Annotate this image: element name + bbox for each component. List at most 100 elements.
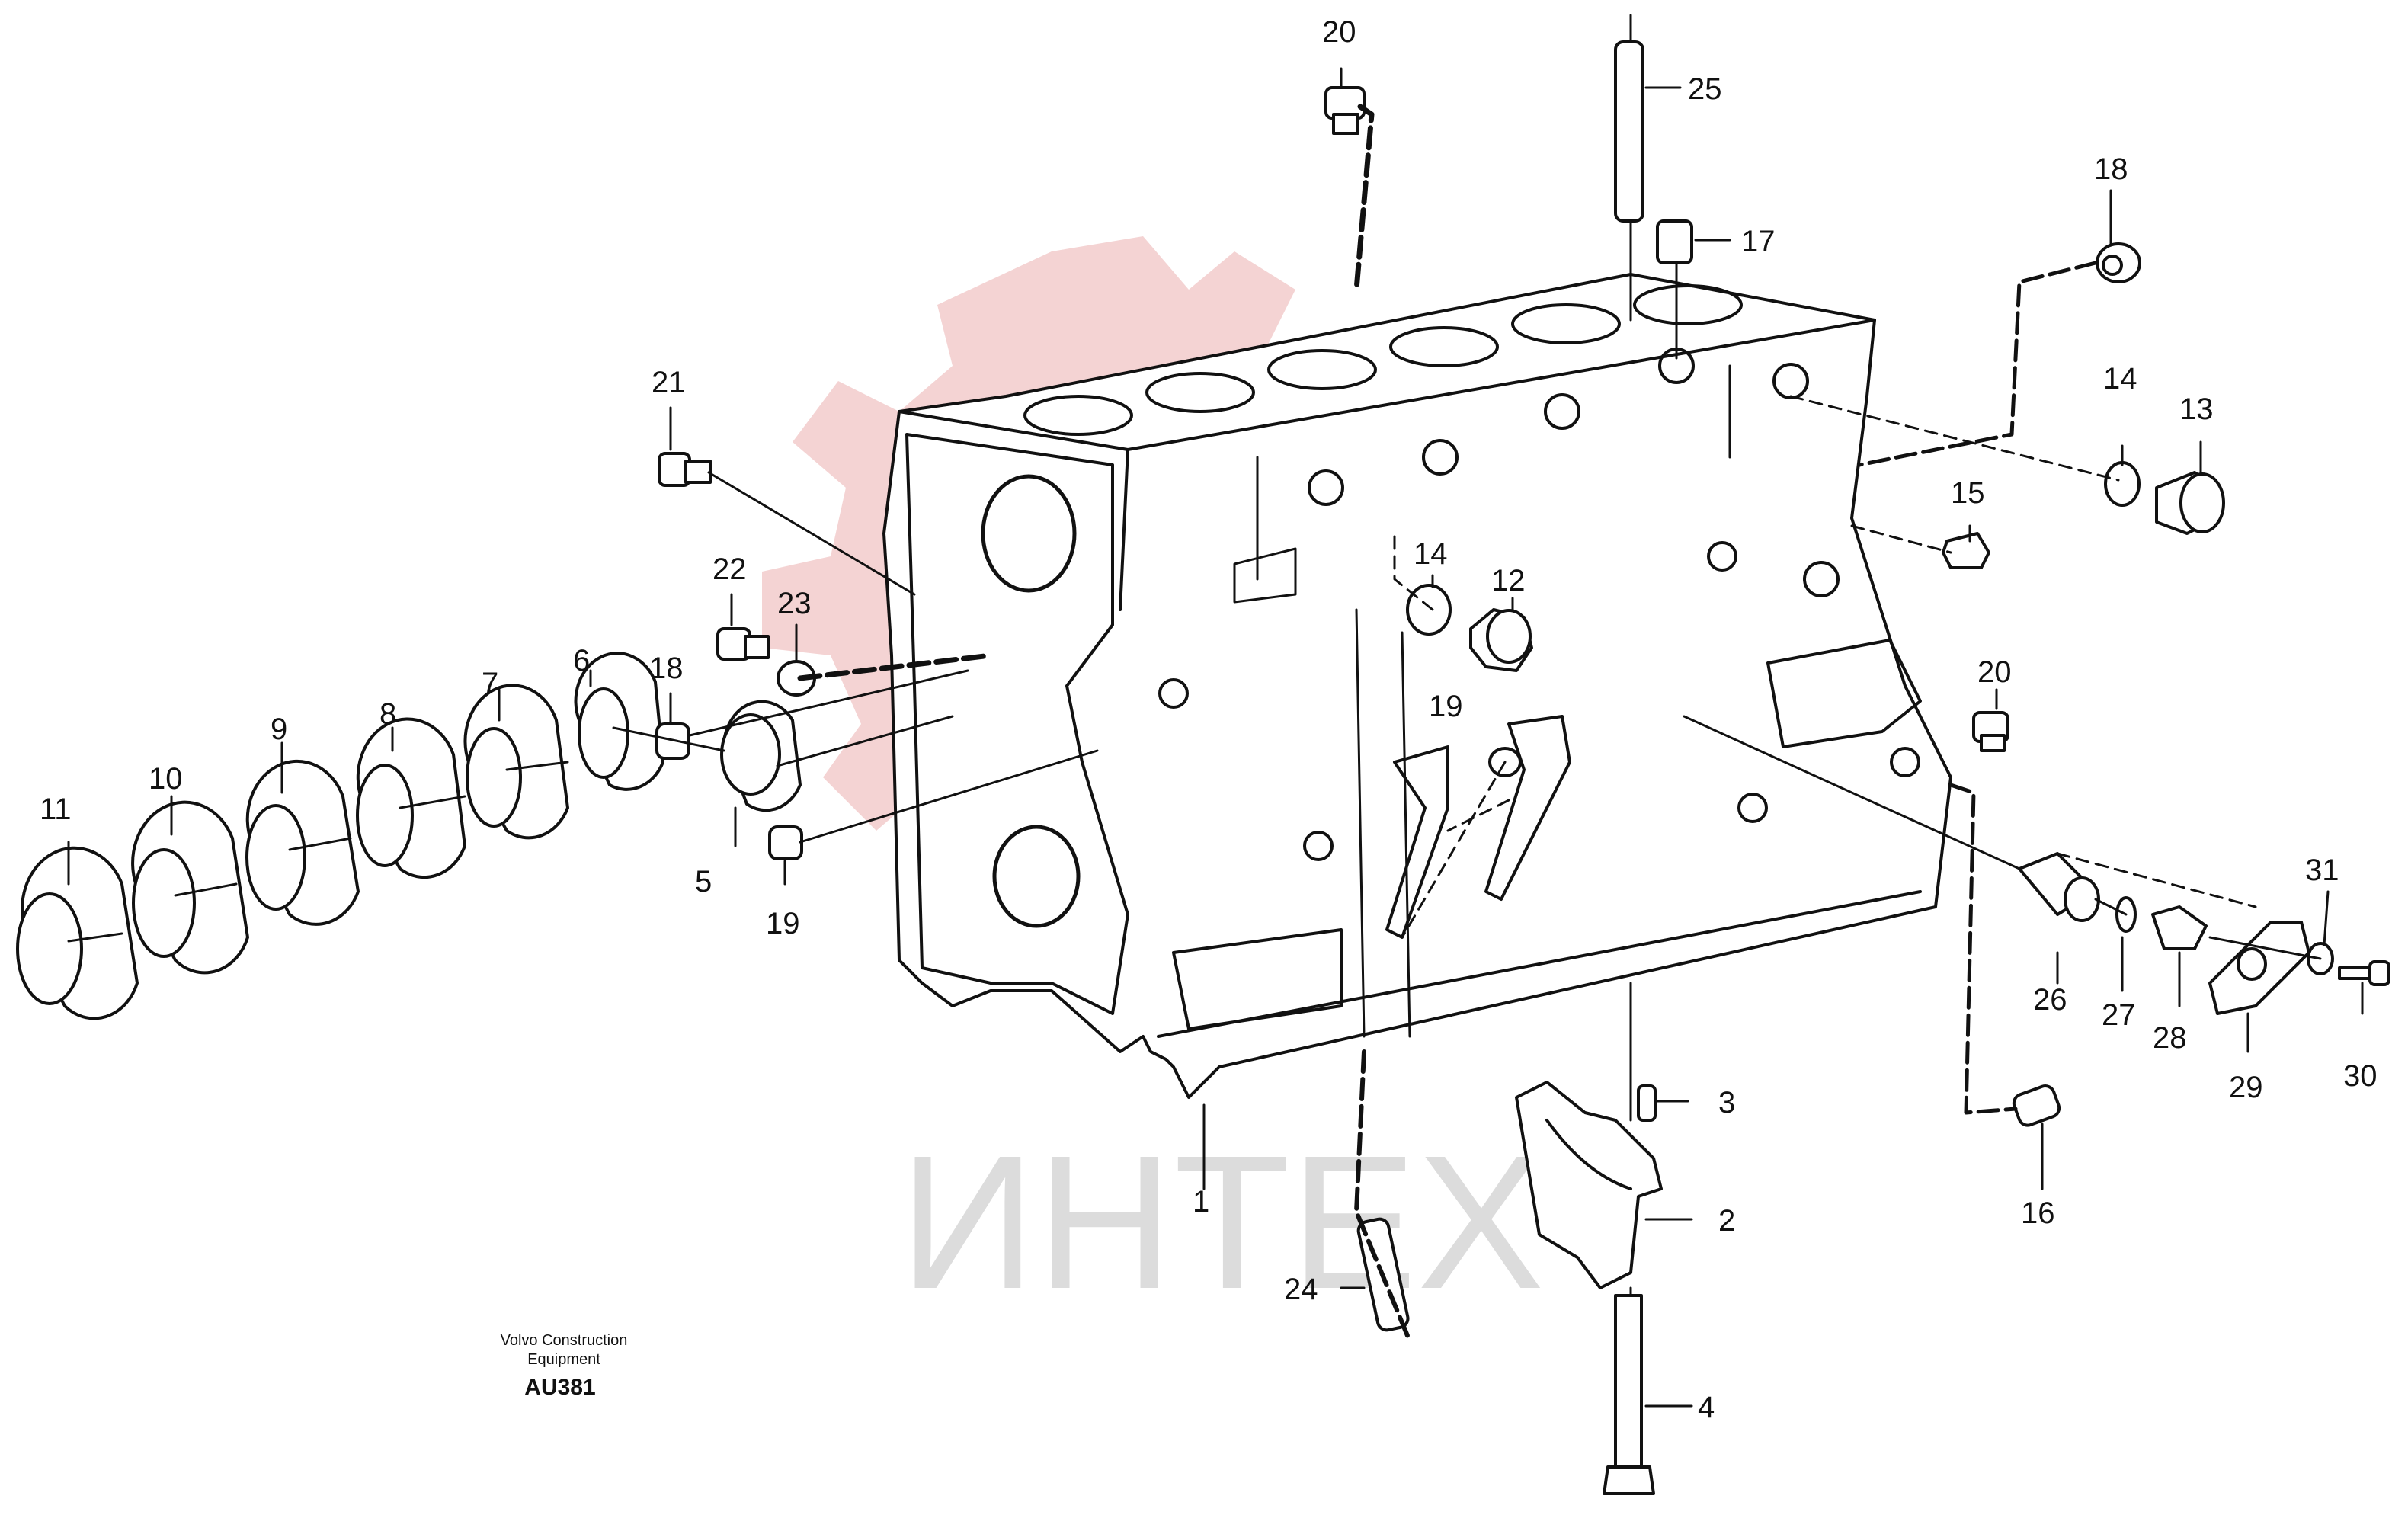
part-14-washer-right bbox=[2104, 461, 2141, 507]
watermark-text: ИНТЕХ bbox=[899, 1116, 1544, 1328]
part-21-plug bbox=[658, 452, 712, 487]
callout-3: 3 bbox=[1718, 1086, 1735, 1119]
part-26-sleeve bbox=[2018, 852, 2100, 922]
cylinder-bore-3 bbox=[1267, 349, 1377, 390]
front-face-upper-bore bbox=[981, 474, 1077, 593]
engine-block-oil-rail bbox=[1157, 890, 1922, 1038]
callout-labels: 1 2 3 4 5 6 7 8 9 10 11 12 13 14 14 15 1… bbox=[40, 15, 2378, 1424]
leader-line bbox=[797, 652, 994, 681]
engine-block-front-face bbox=[905, 433, 1129, 1015]
bearing-shell-face bbox=[466, 727, 522, 828]
bearing-shell-face bbox=[578, 687, 629, 779]
core-plug-hole bbox=[1308, 469, 1344, 506]
callout-5: 5 bbox=[695, 865, 712, 898]
part-14-washer-center bbox=[1406, 584, 1452, 636]
bolt-shank bbox=[1614, 1294, 1643, 1472]
leader-line bbox=[1629, 14, 1678, 360]
caption-line-2: Equipment bbox=[527, 1351, 600, 1368]
part-19-sleeve bbox=[768, 825, 803, 860]
leader-lines bbox=[67, 14, 2322, 1344]
callout-15: 15 bbox=[1951, 476, 1985, 510]
plug-body bbox=[744, 635, 770, 659]
part-17-sleeve bbox=[1656, 219, 1693, 264]
bearing-shell-9 bbox=[245, 759, 360, 926]
callout-13: 13 bbox=[2179, 392, 2214, 426]
callout-4: 4 bbox=[1698, 1391, 1715, 1424]
part-20-top-plug bbox=[1324, 86, 1366, 135]
engine-block-outline bbox=[882, 273, 1952, 1099]
part-2-bearing-cap bbox=[1515, 1081, 1663, 1289]
engine-block-core-plugs bbox=[1158, 348, 1920, 861]
callout-30: 30 bbox=[2343, 1059, 2378, 1093]
callout-24: 24 bbox=[1284, 1273, 1318, 1306]
part-13-plug bbox=[2155, 471, 2225, 535]
main-bearings bbox=[16, 652, 802, 1020]
leader-line bbox=[688, 471, 1099, 844]
cylinder-bore-5 bbox=[1511, 303, 1621, 344]
part-12-plug bbox=[1469, 608, 1533, 672]
core-plug-hole bbox=[1158, 678, 1189, 709]
callout-23: 23 bbox=[777, 587, 812, 620]
plug-face bbox=[2179, 472, 2225, 533]
caption-code: AU381 bbox=[524, 1375, 595, 1400]
callout-26: 26 bbox=[2033, 983, 2067, 1017]
cylinder-bore-1 bbox=[1023, 395, 1133, 436]
callout-17: 17 bbox=[1741, 225, 1776, 258]
bearing-shell-10 bbox=[131, 800, 249, 975]
callout-21: 21 bbox=[652, 366, 686, 399]
callout-7: 7 bbox=[482, 667, 498, 700]
callout-31: 31 bbox=[2305, 854, 2339, 887]
callout-27: 27 bbox=[2102, 998, 2136, 1032]
callout-tick bbox=[734, 806, 2044, 1190]
bearing-shell-8 bbox=[356, 717, 466, 879]
callout-19-left: 19 bbox=[766, 907, 800, 940]
plug-face bbox=[1486, 609, 1532, 664]
leader-line bbox=[1789, 395, 2120, 554]
part-15-plug bbox=[1942, 532, 1990, 569]
flange-hole bbox=[2237, 947, 2267, 981]
bearing-shell-face bbox=[245, 804, 306, 911]
plug-body bbox=[2151, 905, 2208, 950]
cylinder-bores bbox=[1023, 284, 1743, 436]
bearing-shell-face bbox=[356, 764, 414, 867]
leader-line bbox=[67, 726, 725, 943]
bearing-shell-face bbox=[132, 848, 196, 958]
callout-20-side: 20 bbox=[1977, 655, 2012, 689]
part-28-plug bbox=[2151, 905, 2208, 950]
cylinder-bore-2 bbox=[1145, 372, 1255, 413]
plug-body bbox=[1332, 113, 1359, 135]
part-20-side-plug bbox=[1972, 711, 2009, 752]
callout-9: 9 bbox=[271, 713, 287, 746]
leader-line bbox=[2056, 852, 2257, 908]
callout-29: 29 bbox=[2229, 1071, 2263, 1104]
screw-head bbox=[2368, 960, 2390, 986]
cylinder-bore-4 bbox=[1389, 326, 1499, 367]
callout-1: 1 bbox=[1193, 1185, 1209, 1219]
callout-20-top: 20 bbox=[1322, 15, 1356, 49]
engine-block-top-deck bbox=[898, 319, 1876, 611]
callout-12: 12 bbox=[1491, 564, 1526, 597]
callout-tick bbox=[669, 406, 798, 724]
bearing-shell-7 bbox=[463, 684, 569, 840]
bearing-cap-arch bbox=[1545, 1119, 1632, 1190]
callout-2: 2 bbox=[1718, 1204, 1735, 1238]
callout-tick bbox=[1340, 86, 1731, 1408]
callout-18-left: 18 bbox=[649, 652, 684, 685]
core-plug-hole bbox=[1422, 439, 1459, 476]
small-parts bbox=[655, 40, 2390, 1495]
bearing-shell-6 bbox=[574, 652, 664, 791]
core-plug-hole bbox=[1803, 561, 1840, 597]
leader-line bbox=[1857, 261, 2098, 467]
figure-caption: Volvo Construction Equipment AU381 bbox=[501, 1332, 628, 1400]
plug-body bbox=[1980, 734, 2006, 752]
part-16-pin bbox=[2012, 1084, 2061, 1127]
bearing-shell-face bbox=[720, 713, 781, 796]
core-plug-hole bbox=[1707, 541, 1737, 572]
part-22-plug bbox=[716, 627, 770, 661]
callout-tick bbox=[1340, 67, 2202, 543]
part-30-screw bbox=[2338, 960, 2390, 986]
callout-18-top: 18 bbox=[2094, 152, 2128, 186]
bearing-shell-face bbox=[16, 892, 83, 1005]
plug-inner bbox=[2102, 255, 2123, 276]
